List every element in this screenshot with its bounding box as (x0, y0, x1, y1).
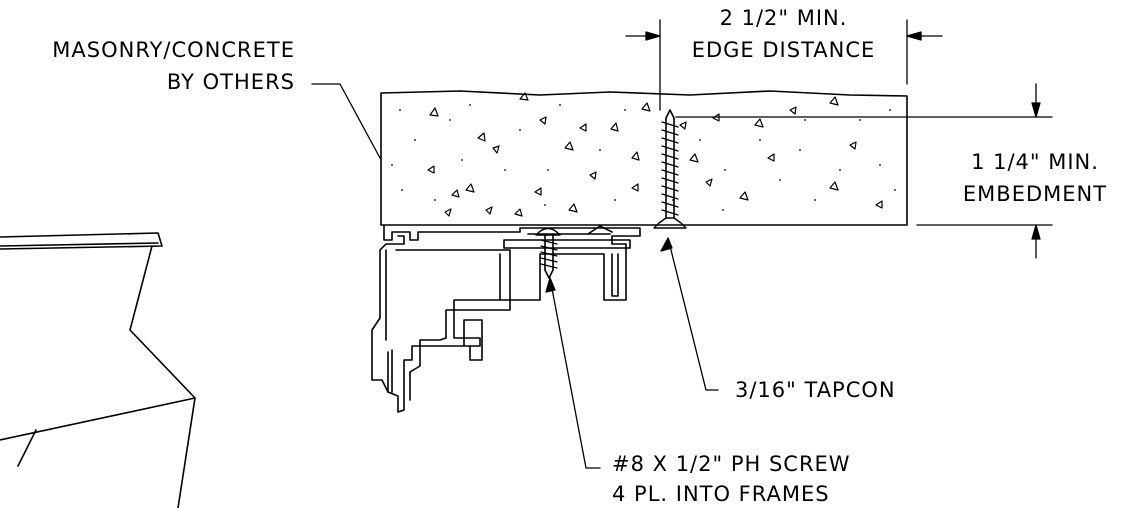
tapcon-leader (667, 237, 719, 391)
ph-screw (535, 227, 561, 279)
partial-frame-left (0, 232, 196, 508)
embedment-label-line1: 1 1/4" MIN. (971, 150, 1099, 174)
aggregate-marks (427, 92, 883, 217)
screw-label-line1: #8 X 1/2" PH SCREW (612, 452, 851, 476)
concrete-stipple (391, 104, 896, 211)
tapcon-anchor (653, 109, 687, 229)
aluminum-frame (371, 225, 641, 413)
embedment-label-line2: EMBEDMENT (962, 182, 1108, 206)
masonry-leader (311, 83, 381, 159)
masonry-label-line2: BY OTHERS (166, 70, 295, 94)
screw-leader (549, 277, 601, 469)
edge-distance-label-line1: 2 1/2" MIN. (719, 6, 848, 30)
tapcon-label: 3/16" TAPCON (735, 378, 896, 402)
leader-lines (311, 83, 719, 469)
concrete-slab (380, 90, 908, 226)
dimension-lines (625, 19, 1053, 259)
masonry-label-line1: MASONRY/CONCRETE (52, 38, 295, 62)
screw-label-line2: 4 PL. INTO FRAMES (612, 482, 830, 506)
edge-distance-label-line2: EDGE DISTANCE (691, 38, 876, 62)
